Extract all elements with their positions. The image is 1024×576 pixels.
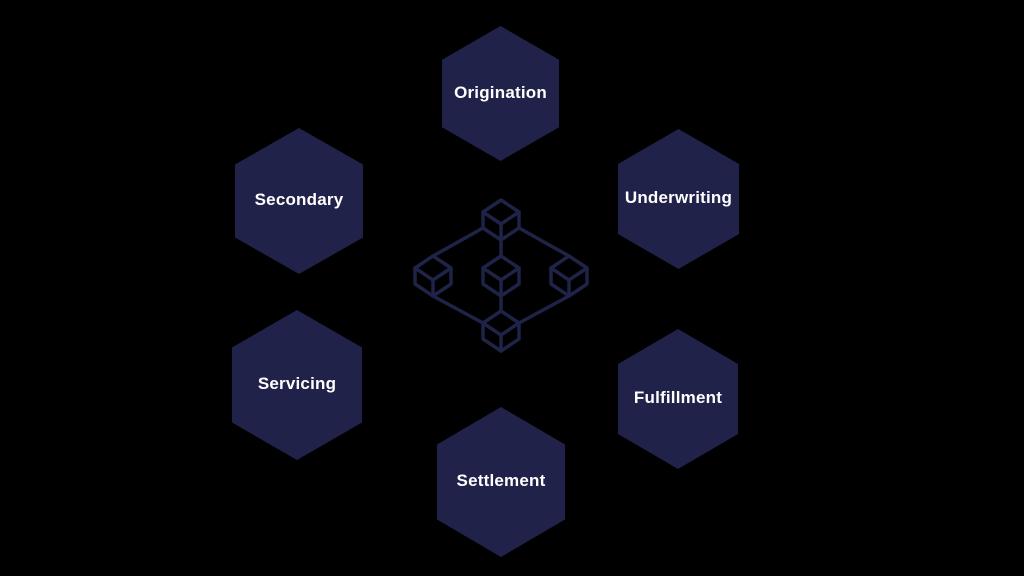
network-edges xyxy=(431,226,571,325)
cube-left-icon xyxy=(413,254,453,298)
cube-center-icon xyxy=(481,254,521,298)
cube-right-icon xyxy=(549,254,589,298)
hexagon-secondary: Secondary xyxy=(235,128,363,274)
hexagon-settlement: Settlement xyxy=(437,407,565,557)
hexagon-servicing: Servicing xyxy=(232,310,362,460)
hexagon-label-underwriting: Underwriting xyxy=(624,188,733,207)
blockchain-network-icon xyxy=(413,198,589,353)
cube-top-icon xyxy=(481,198,521,242)
cube-bottom-icon xyxy=(481,309,521,353)
hexagon-label-secondary: Secondary xyxy=(254,190,344,209)
hexagon-fulfillment: Fulfillment xyxy=(618,329,738,469)
hexagon-label-servicing: Servicing xyxy=(257,374,337,393)
hexagon-label-origination: Origination xyxy=(454,82,547,102)
hexagon-label-settlement: Settlement xyxy=(456,471,546,490)
hexagon-label-fulfillment: Fulfillment xyxy=(633,388,723,407)
hexagon-underwriting: Underwriting xyxy=(618,129,739,269)
hexagon-origination: Origination xyxy=(442,26,559,161)
